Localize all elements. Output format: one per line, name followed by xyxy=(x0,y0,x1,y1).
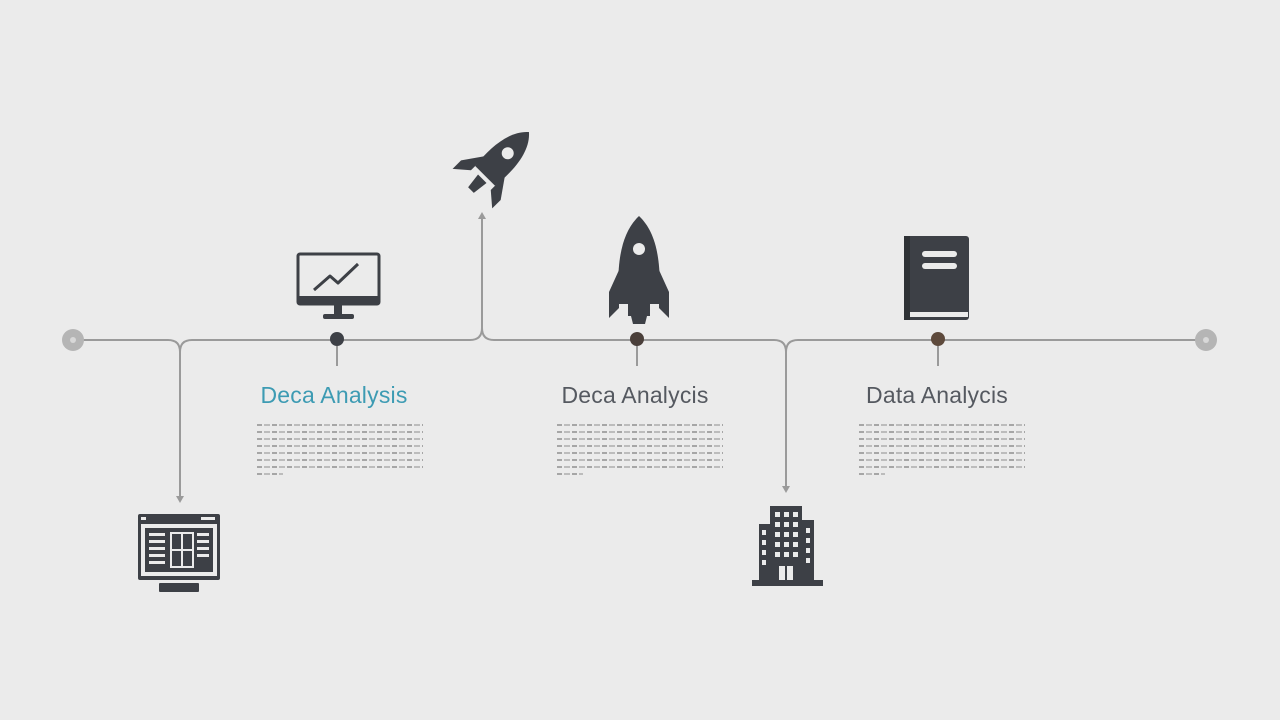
milestone-node-3 xyxy=(931,332,945,366)
rocket-diagonal-icon xyxy=(452,132,529,209)
milestone-title-1: Deca Analysis xyxy=(260,382,408,408)
timeline-end-node xyxy=(1195,329,1217,351)
monitor-chart-icon xyxy=(296,252,381,319)
milestone-node-2 xyxy=(630,332,644,366)
milestone-node-1 xyxy=(330,332,344,366)
rocket-upright-icon xyxy=(609,216,669,324)
milestone-body-placeholder-3 xyxy=(859,424,1025,480)
milestone-title-3: Data Analycis xyxy=(866,382,1008,408)
book-icon xyxy=(904,236,969,320)
branch-arrow-up xyxy=(478,212,486,219)
timeline-start-node xyxy=(62,329,84,351)
office-building-icon xyxy=(752,506,823,586)
milestone-title-2: Deca Analycis xyxy=(561,382,709,408)
milestone-body-placeholder-2 xyxy=(557,424,723,480)
milestone-body-placeholder-1 xyxy=(257,424,423,480)
dashboard-window-icon xyxy=(138,514,220,592)
branch-arrow-left xyxy=(176,496,184,503)
branch-arrow-right xyxy=(782,486,790,493)
timeline-main-line xyxy=(74,215,1206,500)
